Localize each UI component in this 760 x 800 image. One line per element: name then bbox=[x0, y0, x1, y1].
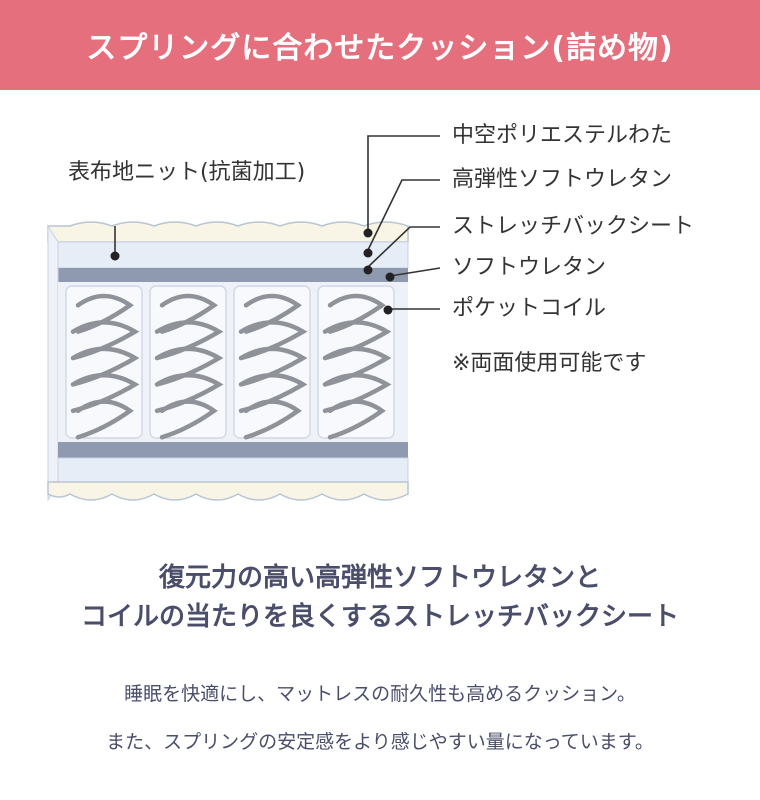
dot-soft-urethane bbox=[385, 272, 395, 282]
bottom-quilt-layer bbox=[47, 481, 409, 501]
coil-spring bbox=[154, 293, 224, 440]
leader-lines bbox=[114, 135, 441, 310]
dot-cover-knit bbox=[110, 251, 120, 261]
dot-stretch-back bbox=[363, 265, 373, 275]
dot-high-resilience bbox=[363, 248, 373, 258]
top-gray-sheet bbox=[58, 268, 408, 282]
label-cover-knit: 表布地ニット(抗菌加工) bbox=[68, 160, 306, 185]
leader-dots bbox=[110, 228, 395, 315]
dot-hollow-poly bbox=[363, 228, 373, 238]
headline-line-2: コイルの当たりを良くするストレッチバックシート bbox=[80, 602, 679, 632]
label-high-resilience-urethane: 高弾性ソフトウレタン bbox=[452, 167, 673, 192]
dot-pocket-coil bbox=[383, 305, 393, 315]
bottom-blue-layer bbox=[57, 457, 409, 483]
leader-soft-urethane bbox=[389, 267, 441, 277]
coil-spring bbox=[70, 293, 140, 440]
top-quilt-layer bbox=[47, 221, 409, 243]
description-line-1: 睡眠を快適にし、マットレスの耐久性も高めるクッション。 bbox=[124, 683, 636, 705]
headline-line-1: 復元力の高い高弾性ソフトウレタンと bbox=[158, 563, 601, 593]
left-bevel bbox=[47, 224, 59, 502]
page-title: スプリングに合わせたクッション(詰め物) bbox=[86, 31, 674, 66]
leader-stretch-back bbox=[367, 226, 440, 268]
header-banner: スプリングに合わせたクッション(詰め物) bbox=[0, 0, 760, 90]
leader-hollow-poly bbox=[367, 135, 440, 230]
description-line-2: また、スプリングの安定感をより感じやすい量になっています。 bbox=[106, 731, 654, 753]
top-blue-layer bbox=[57, 241, 409, 269]
reversible-note: ※両面使用可能です bbox=[452, 351, 647, 376]
label-soft-urethane: ソフトウレタン bbox=[452, 255, 607, 280]
bottom-gray-sheet bbox=[58, 442, 408, 458]
coil-spring bbox=[322, 293, 392, 440]
leader-high-resilience bbox=[367, 179, 440, 251]
label-stretch-back-sheet: ストレッチバックシート bbox=[452, 214, 695, 239]
mattress-cross-section bbox=[47, 135, 441, 502]
label-pocket-coil: ポケットコイル bbox=[452, 296, 607, 321]
mattress-diagram: 表布地ニット(抗菌加工) 中空ポリエステルわた 高弾性ソフトウレタン ストレッチ… bbox=[0, 90, 760, 540]
label-hollow-poly: 中空ポリエステルわた bbox=[452, 123, 673, 148]
pocket-coils bbox=[65, 285, 395, 440]
coil-spring bbox=[238, 293, 308, 440]
